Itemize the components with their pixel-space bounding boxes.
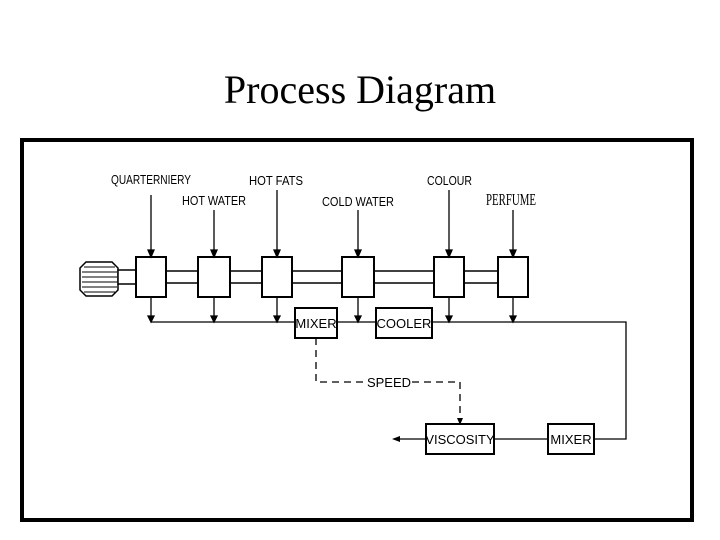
arrow-down-icon bbox=[509, 249, 517, 259]
arrow-down-icon bbox=[272, 315, 282, 324]
arrow-down-icon bbox=[445, 249, 453, 259]
arrow-down-icon bbox=[147, 249, 155, 259]
label-hot-water: HOT WATER bbox=[182, 193, 246, 208]
vessel-hot-water bbox=[197, 256, 231, 298]
speed-control-line bbox=[315, 338, 461, 420]
label-cold-water: COLD WATER bbox=[322, 194, 394, 209]
arrow-down-icon bbox=[273, 249, 281, 259]
arrow-down-icon bbox=[210, 249, 218, 259]
motor-icon bbox=[79, 261, 137, 297]
arrow-left-icon bbox=[392, 436, 400, 442]
vessel-hot-fats bbox=[261, 256, 293, 298]
mixer-top-label: MIXER bbox=[295, 316, 336, 331]
cooler-label: COOLER bbox=[377, 316, 432, 331]
arrow-down-icon bbox=[457, 418, 463, 425]
viscosity-label: VISCOSITY bbox=[425, 432, 495, 447]
label-quarterniery: QUARTERNIERY bbox=[111, 172, 191, 187]
page-title: Process Diagram bbox=[223, 67, 497, 112]
mixer-bottom-label: MIXER bbox=[550, 432, 591, 447]
output-arrows bbox=[146, 297, 518, 324]
speed-label: SPEED bbox=[367, 375, 411, 390]
cooler-box bbox=[375, 307, 433, 339]
label-colour: COLOUR bbox=[427, 173, 472, 188]
arrow-down-icon bbox=[508, 315, 518, 324]
vessel-colour bbox=[433, 256, 465, 298]
diagram-frame bbox=[20, 138, 694, 522]
arrow-down-icon bbox=[353, 315, 363, 324]
arrow-down-icon bbox=[146, 315, 156, 324]
vessel-perfume bbox=[497, 256, 529, 298]
collection-line bbox=[151, 321, 627, 440]
arrow-down-icon bbox=[209, 315, 219, 324]
label-hot-fats: HOT FATS bbox=[249, 173, 303, 188]
arrow-down-icon bbox=[354, 249, 362, 259]
vessel-cold-water bbox=[341, 256, 375, 298]
viscosity-box bbox=[425, 423, 495, 455]
label-perfume: PERFUME bbox=[486, 190, 536, 209]
vessel-quarterniery bbox=[135, 256, 167, 298]
input-arrows bbox=[147, 190, 517, 259]
arrow-down-icon bbox=[444, 315, 454, 324]
